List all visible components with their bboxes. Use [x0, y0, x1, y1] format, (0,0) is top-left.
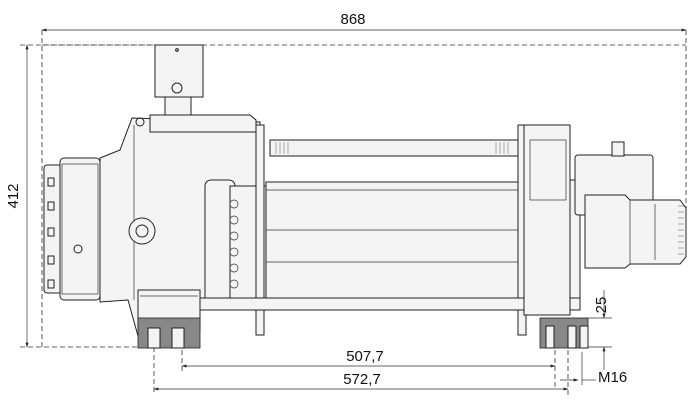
right-brake-motor [584, 194, 687, 269]
dimension-overall-height: 412 [5, 44, 29, 348]
overall-width-label: 868 [340, 11, 365, 28]
motor-ribs [678, 205, 684, 255]
dimension-overall-width: 868 [41, 11, 687, 32]
overall-height-label: 412 [5, 183, 22, 208]
dimension-bolt-size: M16 [560, 352, 627, 386]
cable-coils-left [229, 199, 239, 289]
flange-bolts [47, 177, 55, 289]
foot-height-label: 25 [593, 297, 610, 314]
overall-dimension-frame [20, 30, 687, 395]
dimension-foot-spacing-inner: 507,7 [181, 348, 556, 368]
dimension-foot-spacing-outer: 572,7 [153, 371, 569, 391]
left-mounting-foot [137, 317, 201, 349]
dimension-foot-height: 25 [588, 290, 612, 370]
tie-bar-threads [275, 142, 509, 154]
foot-spacing-outer-label: 572,7 [343, 371, 381, 388]
foot-spacing-inner-label: 507,7 [346, 348, 384, 365]
winch-drum [199, 124, 581, 336]
right-mounting-foot [539, 317, 589, 349]
top-valve-block [135, 44, 257, 133]
bolt-size-label: M16 [598, 369, 627, 386]
